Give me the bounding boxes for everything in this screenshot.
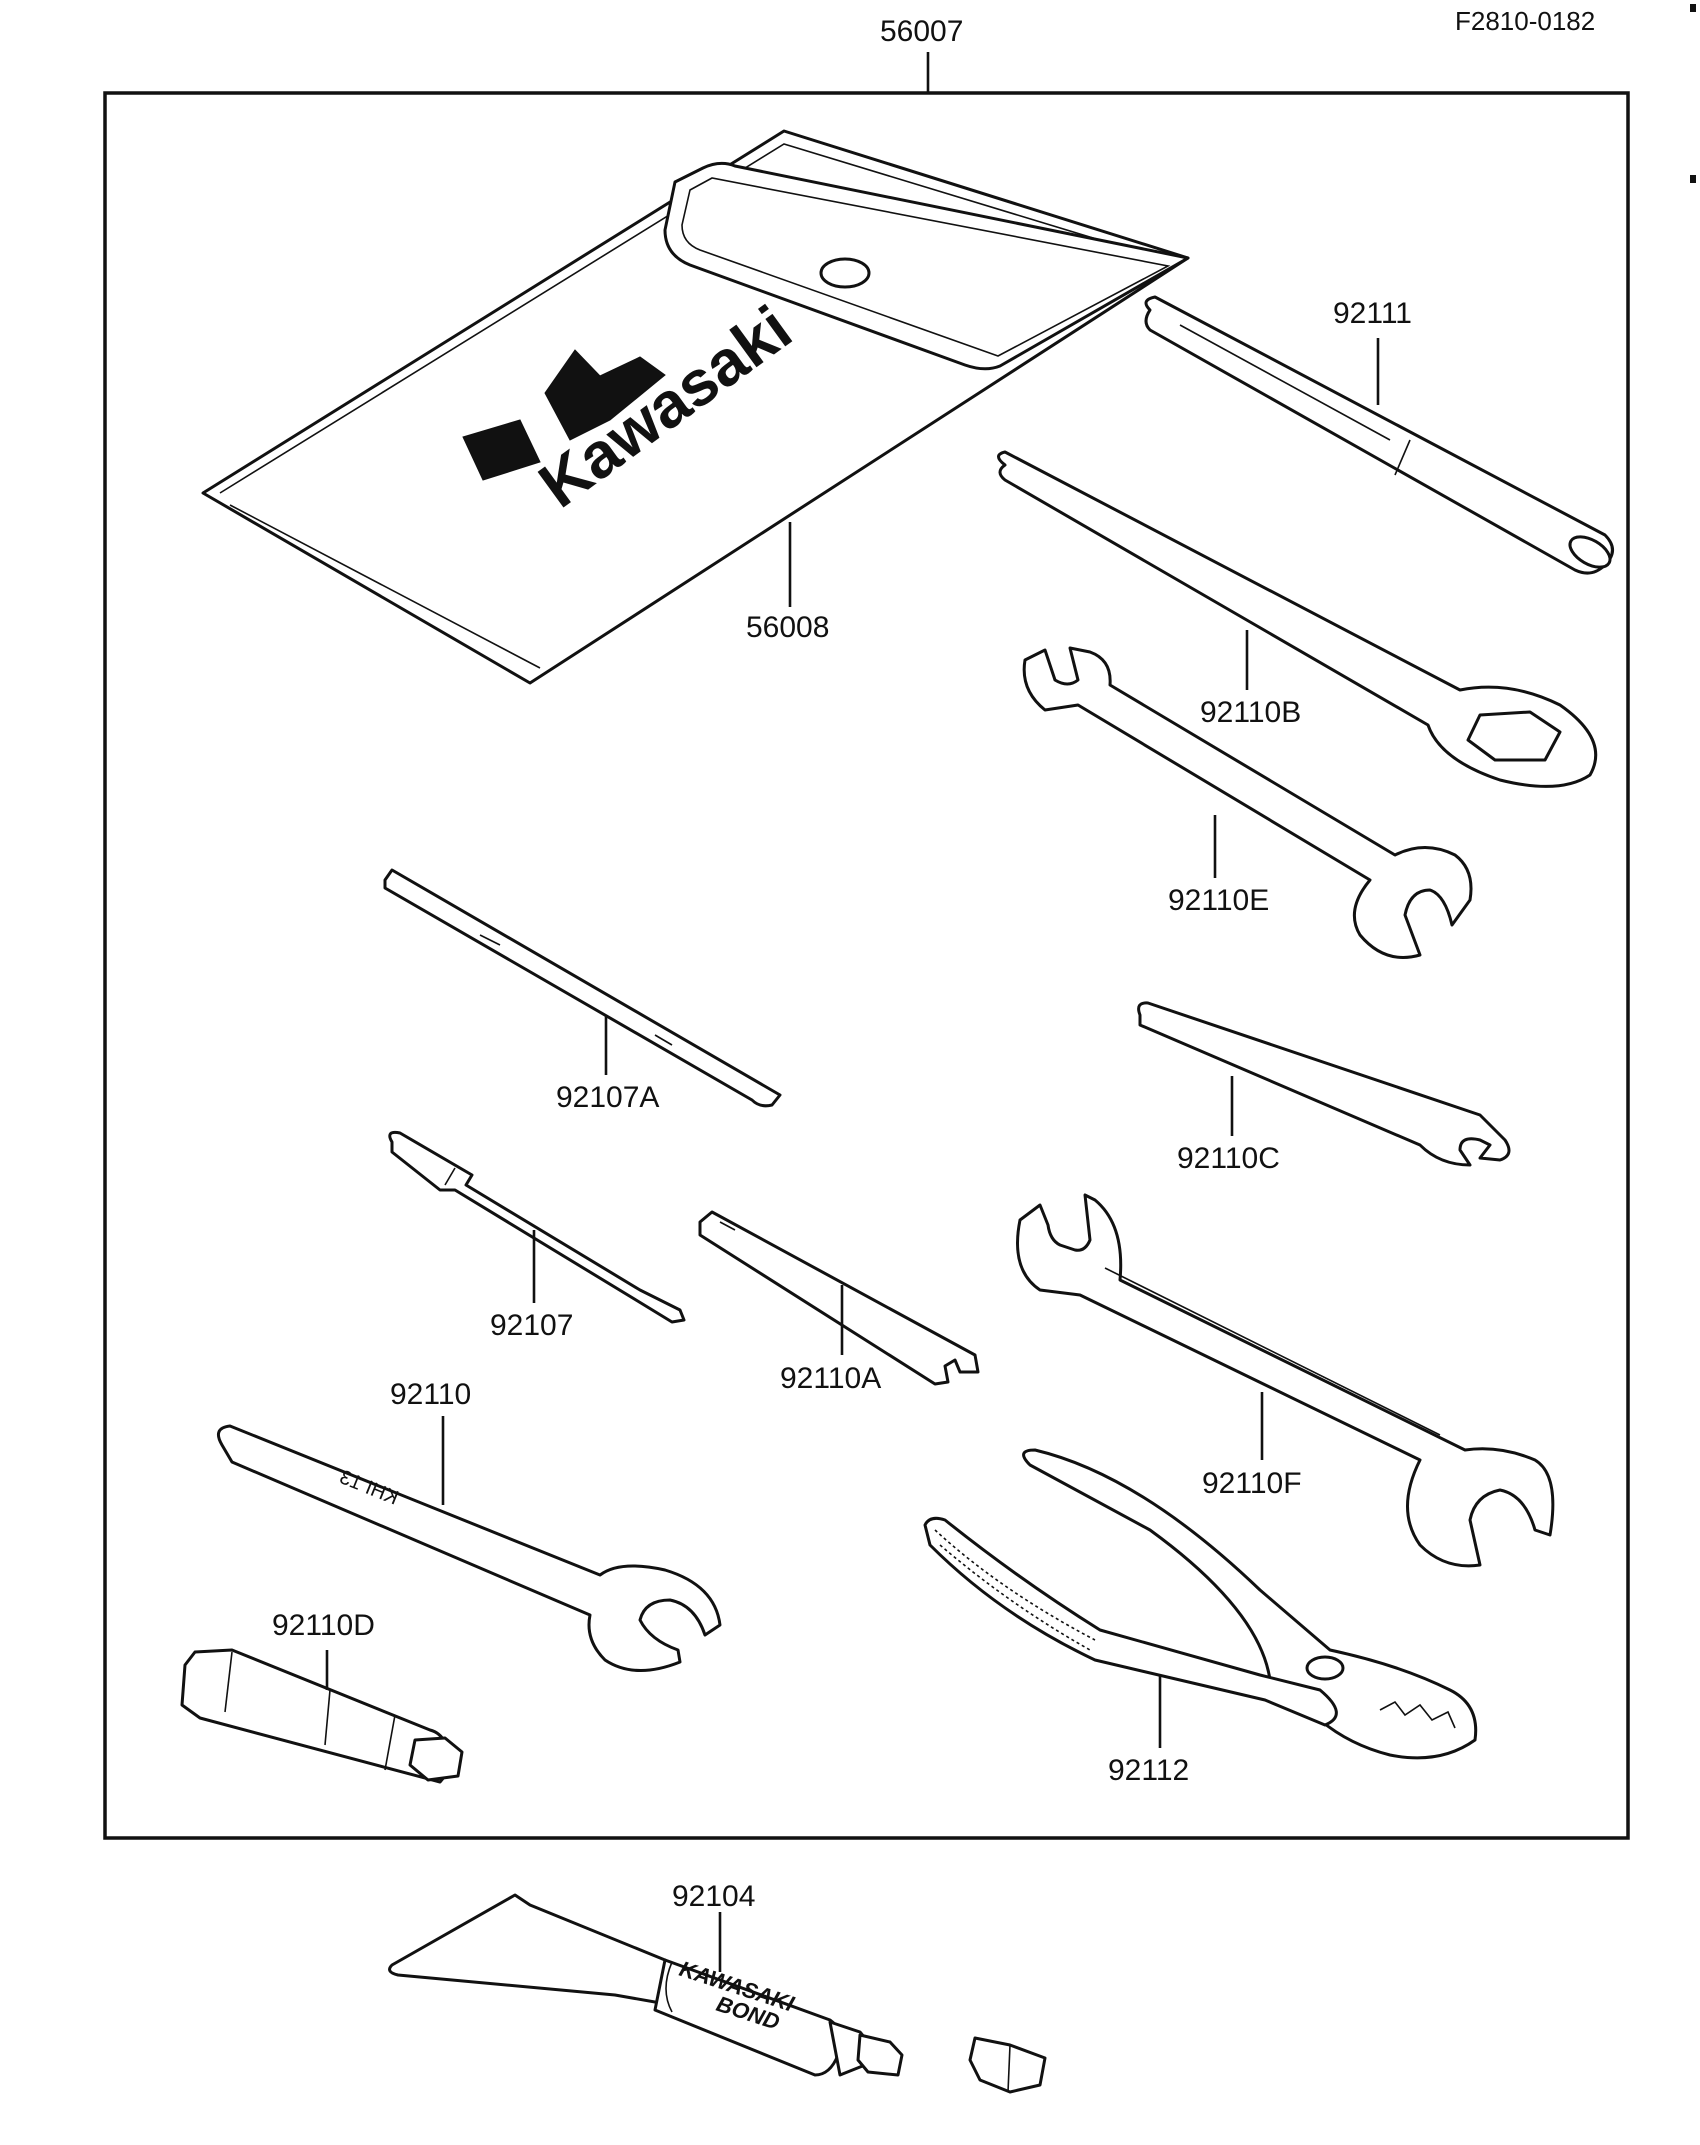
small-open-wrench	[1022, 646, 1473, 959]
large-open-wrench	[1016, 1193, 1555, 1568]
label-56007: 56007	[880, 15, 963, 48]
corner-mark	[1690, 4, 1696, 12]
figure-code: F2810-0182	[1455, 6, 1595, 36]
label-92110E: 92110E	[1168, 884, 1269, 917]
plug-wrench	[180, 1648, 464, 1784]
label-92110F: 92110F	[1202, 1467, 1302, 1500]
tool-pouch	[201, 129, 1190, 685]
kit-frame	[103, 91, 1630, 1840]
corner-mark	[1690, 175, 1696, 183]
label-92104: 92104	[672, 1880, 755, 1913]
label-92110C: 92110C	[1177, 1142, 1280, 1175]
label-92111: 92111	[1333, 297, 1412, 330]
ring-wrench	[997, 450, 1598, 788]
label-92110B: 92110B	[1200, 696, 1301, 729]
label-92110A: 92110A	[780, 1362, 881, 1395]
extension-bar	[1144, 295, 1614, 575]
label-56008: 56008	[746, 611, 829, 644]
screwdriver	[388, 1130, 686, 1324]
bond-tube: KAWASAKI BOND	[388, 1893, 1047, 2094]
label-92110D: 92110D	[272, 1609, 375, 1642]
label-92107: 92107	[490, 1309, 573, 1342]
label-92107A: 92107A	[556, 1081, 659, 1114]
double-screwdriver	[383, 868, 782, 1108]
hook-spanner	[1137, 1001, 1511, 1167]
flat-spanner	[698, 1210, 980, 1386]
pliers	[923, 1448, 1478, 1760]
label-92112: 92112	[1108, 1754, 1189, 1787]
label-92110: 92110	[390, 1378, 471, 1411]
